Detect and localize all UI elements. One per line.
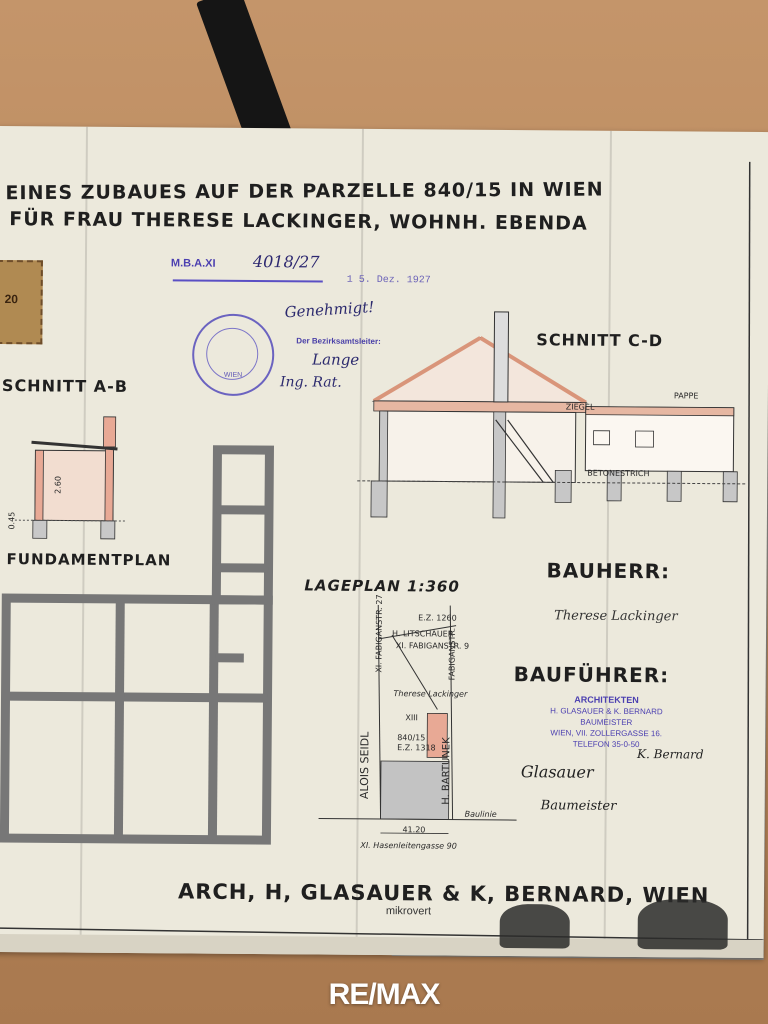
bauherr-signature: Therese Lackinger — [554, 608, 678, 625]
site-fabigan-right: FABIGANSTR. — [447, 627, 457, 681]
annotation-ziegel: ZIEGEL — [565, 402, 595, 412]
site-neighbor: H. LITSCHAUER — [391, 629, 454, 639]
site-ez: E.Z. 1260 — [418, 613, 457, 623]
foundation-plan-drawing — [0, 445, 274, 845]
baufuehrer-signature-2: K. Bernard — [637, 747, 704, 762]
section-cd-drawing — [357, 311, 748, 519]
microfilm-watermark: mikrovert — [385, 905, 432, 918]
technical-drawings — [0, 161, 764, 941]
site-owner: Therese Lackinger — [393, 689, 468, 699]
paper-damage — [499, 903, 570, 949]
site-fabigan-left: XI. FABIGANSTR. 27 — [374, 594, 384, 673]
footer-architects: ARCH, H, GLASAUER & K, BERNARD, WIEN — [177, 879, 710, 908]
annotation-betonestrich: BETONESTRICH — [587, 468, 650, 479]
building-plan-sheet: EINES ZUBAUES AUF DER PARZELLE 840/15 IN… — [0, 126, 768, 959]
site-baulinie: Baulinie — [464, 809, 497, 819]
paper-damage — [637, 899, 728, 950]
site-width: 41.20 — [402, 825, 426, 835]
baufuehrer-signature-3: Baumeister — [540, 798, 617, 814]
site-street-right: H. BARTUNEK — [440, 737, 453, 805]
site-parcel-ez: E.Z. 1318 — [397, 743, 436, 753]
site-parcel: 840/15 — [397, 733, 426, 743]
site-owner-number: XIII — [405, 713, 418, 723]
site-plan-drawing — [318, 604, 517, 834]
site-lower-street: XI. Hasenleitengasse 90 — [360, 840, 457, 851]
baufuehrer-signature-1: Glasauer — [520, 762, 594, 782]
dimension-foot: 0.45 — [7, 511, 17, 530]
site-street-left: ALOIS SEIDL — [357, 731, 372, 800]
annotation-pappe: PAPPE — [673, 391, 699, 401]
site-neighbor-address: XI. FABIGANSTR. 9 — [395, 641, 470, 651]
remax-logo: RE/MAX — [328, 978, 441, 1011]
section-ab-drawing — [14, 416, 125, 540]
architect-stamp: ARCHITEKTEN H. GLASAUER & K. BERNARD BAU… — [511, 694, 701, 750]
dimension-left: 2.60 — [53, 476, 63, 494]
